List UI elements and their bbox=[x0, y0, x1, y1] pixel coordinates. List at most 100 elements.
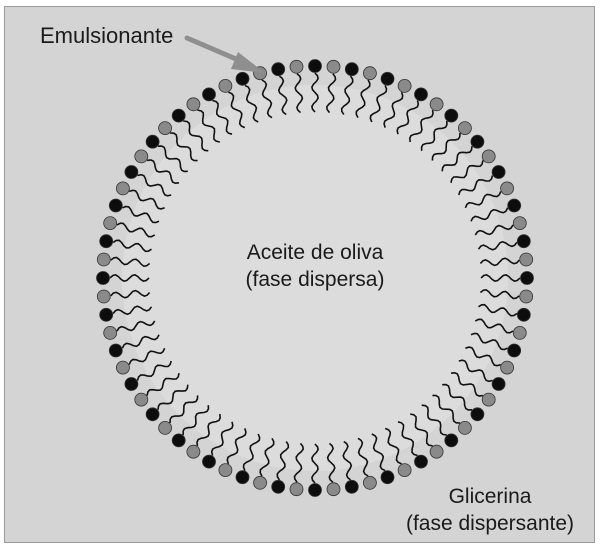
emulsifier-tail bbox=[325, 73, 337, 114]
emulsifier-head bbox=[218, 463, 233, 478]
emulsifier-tail bbox=[355, 79, 371, 119]
emulsifier-head bbox=[326, 59, 341, 74]
emulsifier-head bbox=[116, 181, 130, 196]
emulsifier-tail bbox=[146, 373, 180, 396]
emulsifier-head bbox=[186, 444, 201, 459]
emulsifier-head bbox=[202, 87, 216, 102]
emulsifier-tail bbox=[136, 360, 172, 381]
emulsifier-head bbox=[108, 343, 123, 358]
emulsifier-head bbox=[145, 134, 160, 149]
emulsifier-tail bbox=[197, 109, 220, 143]
oil-phase-role: (fase dispersa) bbox=[245, 268, 385, 291]
arrow-shaft bbox=[184, 35, 246, 65]
emulsifier-head bbox=[470, 134, 485, 149]
emulsifier-tail bbox=[369, 85, 388, 123]
emulsifier-head bbox=[96, 252, 111, 267]
emulsifier-head bbox=[444, 433, 459, 448]
emulsifier-head bbox=[253, 475, 268, 490]
emulsifier-tail bbox=[242, 433, 261, 471]
oil-phase-label: Aceite de oliva (fase dispersa) bbox=[205, 239, 425, 293]
emulsifier-head bbox=[103, 216, 118, 231]
figure-panel: Emulsionante Aceite de oliva (fase dispe… bbox=[4, 6, 595, 543]
emulsifier-tail bbox=[244, 84, 259, 123]
emulsifier-head bbox=[481, 392, 496, 407]
emulsifier-head bbox=[470, 407, 485, 422]
emulsifier-tail bbox=[210, 421, 234, 456]
emulsifier-tail bbox=[396, 100, 420, 135]
emulsifier-head bbox=[326, 482, 341, 497]
emulsifier-head bbox=[516, 307, 531, 322]
emulsifier-tail bbox=[112, 305, 153, 316]
emulsifier-tail bbox=[183, 120, 209, 152]
emulsifier-tail bbox=[474, 224, 514, 236]
emulsifier-tail bbox=[311, 72, 319, 113]
emulsifier-head bbox=[108, 198, 123, 213]
emulsifier-tail bbox=[441, 146, 473, 172]
emulsifier-head bbox=[99, 307, 114, 322]
emulsifier-head bbox=[444, 108, 459, 123]
emulsifier-head bbox=[289, 482, 304, 497]
emulsifier-head bbox=[457, 121, 472, 135]
emulsifier-head bbox=[124, 165, 139, 179]
emulsifier-head bbox=[380, 71, 395, 86]
emulsifier-tail bbox=[276, 441, 290, 481]
emulsifier-tail bbox=[340, 75, 354, 115]
emulsifier-tail bbox=[474, 318, 514, 334]
emulsifier-tail bbox=[128, 189, 165, 210]
emulsifier-head bbox=[235, 470, 250, 485]
emulsifier-head bbox=[344, 62, 359, 77]
emulsifier-head bbox=[491, 165, 506, 179]
emulsifier-tail bbox=[458, 175, 494, 196]
emulsifier-tail bbox=[110, 256, 151, 268]
emulsifier-tail bbox=[116, 320, 156, 332]
emulsifier-tail bbox=[277, 75, 288, 116]
emulsifier-head bbox=[414, 87, 428, 102]
emulsifier-head bbox=[271, 62, 286, 77]
emulsifier-tail bbox=[371, 433, 386, 472]
glycerin-phase-name: Glicerina bbox=[448, 485, 532, 508]
emulsifier-tail bbox=[442, 383, 473, 411]
emulsifier-tail bbox=[259, 437, 275, 477]
emulsifier-head bbox=[134, 149, 149, 164]
emulsifier-head bbox=[158, 420, 173, 435]
emulsifier-tail bbox=[384, 427, 402, 465]
emulsifier-head bbox=[202, 454, 216, 469]
emulsifier-tail bbox=[470, 332, 508, 351]
glycerin-phase-role: (fase dispersante) bbox=[405, 512, 575, 535]
emulsifier-head bbox=[512, 216, 527, 231]
emulsifier-head bbox=[134, 392, 149, 407]
emulsifier-label: Emulsionante bbox=[40, 23, 174, 48]
emulsifier-tail bbox=[410, 413, 433, 447]
emulsifier-tail bbox=[147, 159, 180, 185]
emulsifier-head bbox=[96, 271, 110, 285]
emulsifier-tail bbox=[122, 205, 160, 224]
emulsifier-tail bbox=[383, 91, 404, 128]
emulsifier-tail bbox=[293, 442, 305, 483]
emulsifier-head bbox=[308, 59, 322, 73]
oil-phase-name: Aceite de oliva bbox=[246, 241, 384, 264]
emulsifier-tail bbox=[128, 347, 166, 365]
emulsifier-head bbox=[235, 71, 250, 86]
emulsifier-head bbox=[271, 479, 286, 494]
emulsifier-head bbox=[362, 66, 377, 81]
emulsifier-head bbox=[457, 420, 472, 435]
glycerin-phase-label: Glicerina (fase dispersante) bbox=[390, 483, 590, 537]
emulsifier-tail bbox=[432, 394, 461, 424]
emulsifier-tail bbox=[479, 288, 520, 300]
emulsifier-tail bbox=[464, 191, 502, 209]
emulsifier-head bbox=[186, 97, 201, 112]
emulsifier-head bbox=[414, 454, 428, 469]
emulsifier-head bbox=[380, 470, 395, 485]
emulsifier-tail bbox=[137, 173, 172, 197]
emulsifier-head bbox=[103, 325, 118, 340]
emulsifier-head bbox=[512, 325, 527, 340]
emulsifier-tail bbox=[182, 405, 210, 436]
emulsifier-tail bbox=[420, 120, 448, 151]
emulsifier-tail bbox=[479, 257, 520, 267]
emulsifier-head bbox=[362, 475, 377, 490]
emulsifier-tail bbox=[450, 160, 484, 183]
emulsifier-tail bbox=[261, 79, 273, 119]
arrow-head bbox=[231, 52, 265, 73]
emulsifier-tail bbox=[477, 240, 518, 251]
emulsifier-tail bbox=[212, 99, 233, 135]
